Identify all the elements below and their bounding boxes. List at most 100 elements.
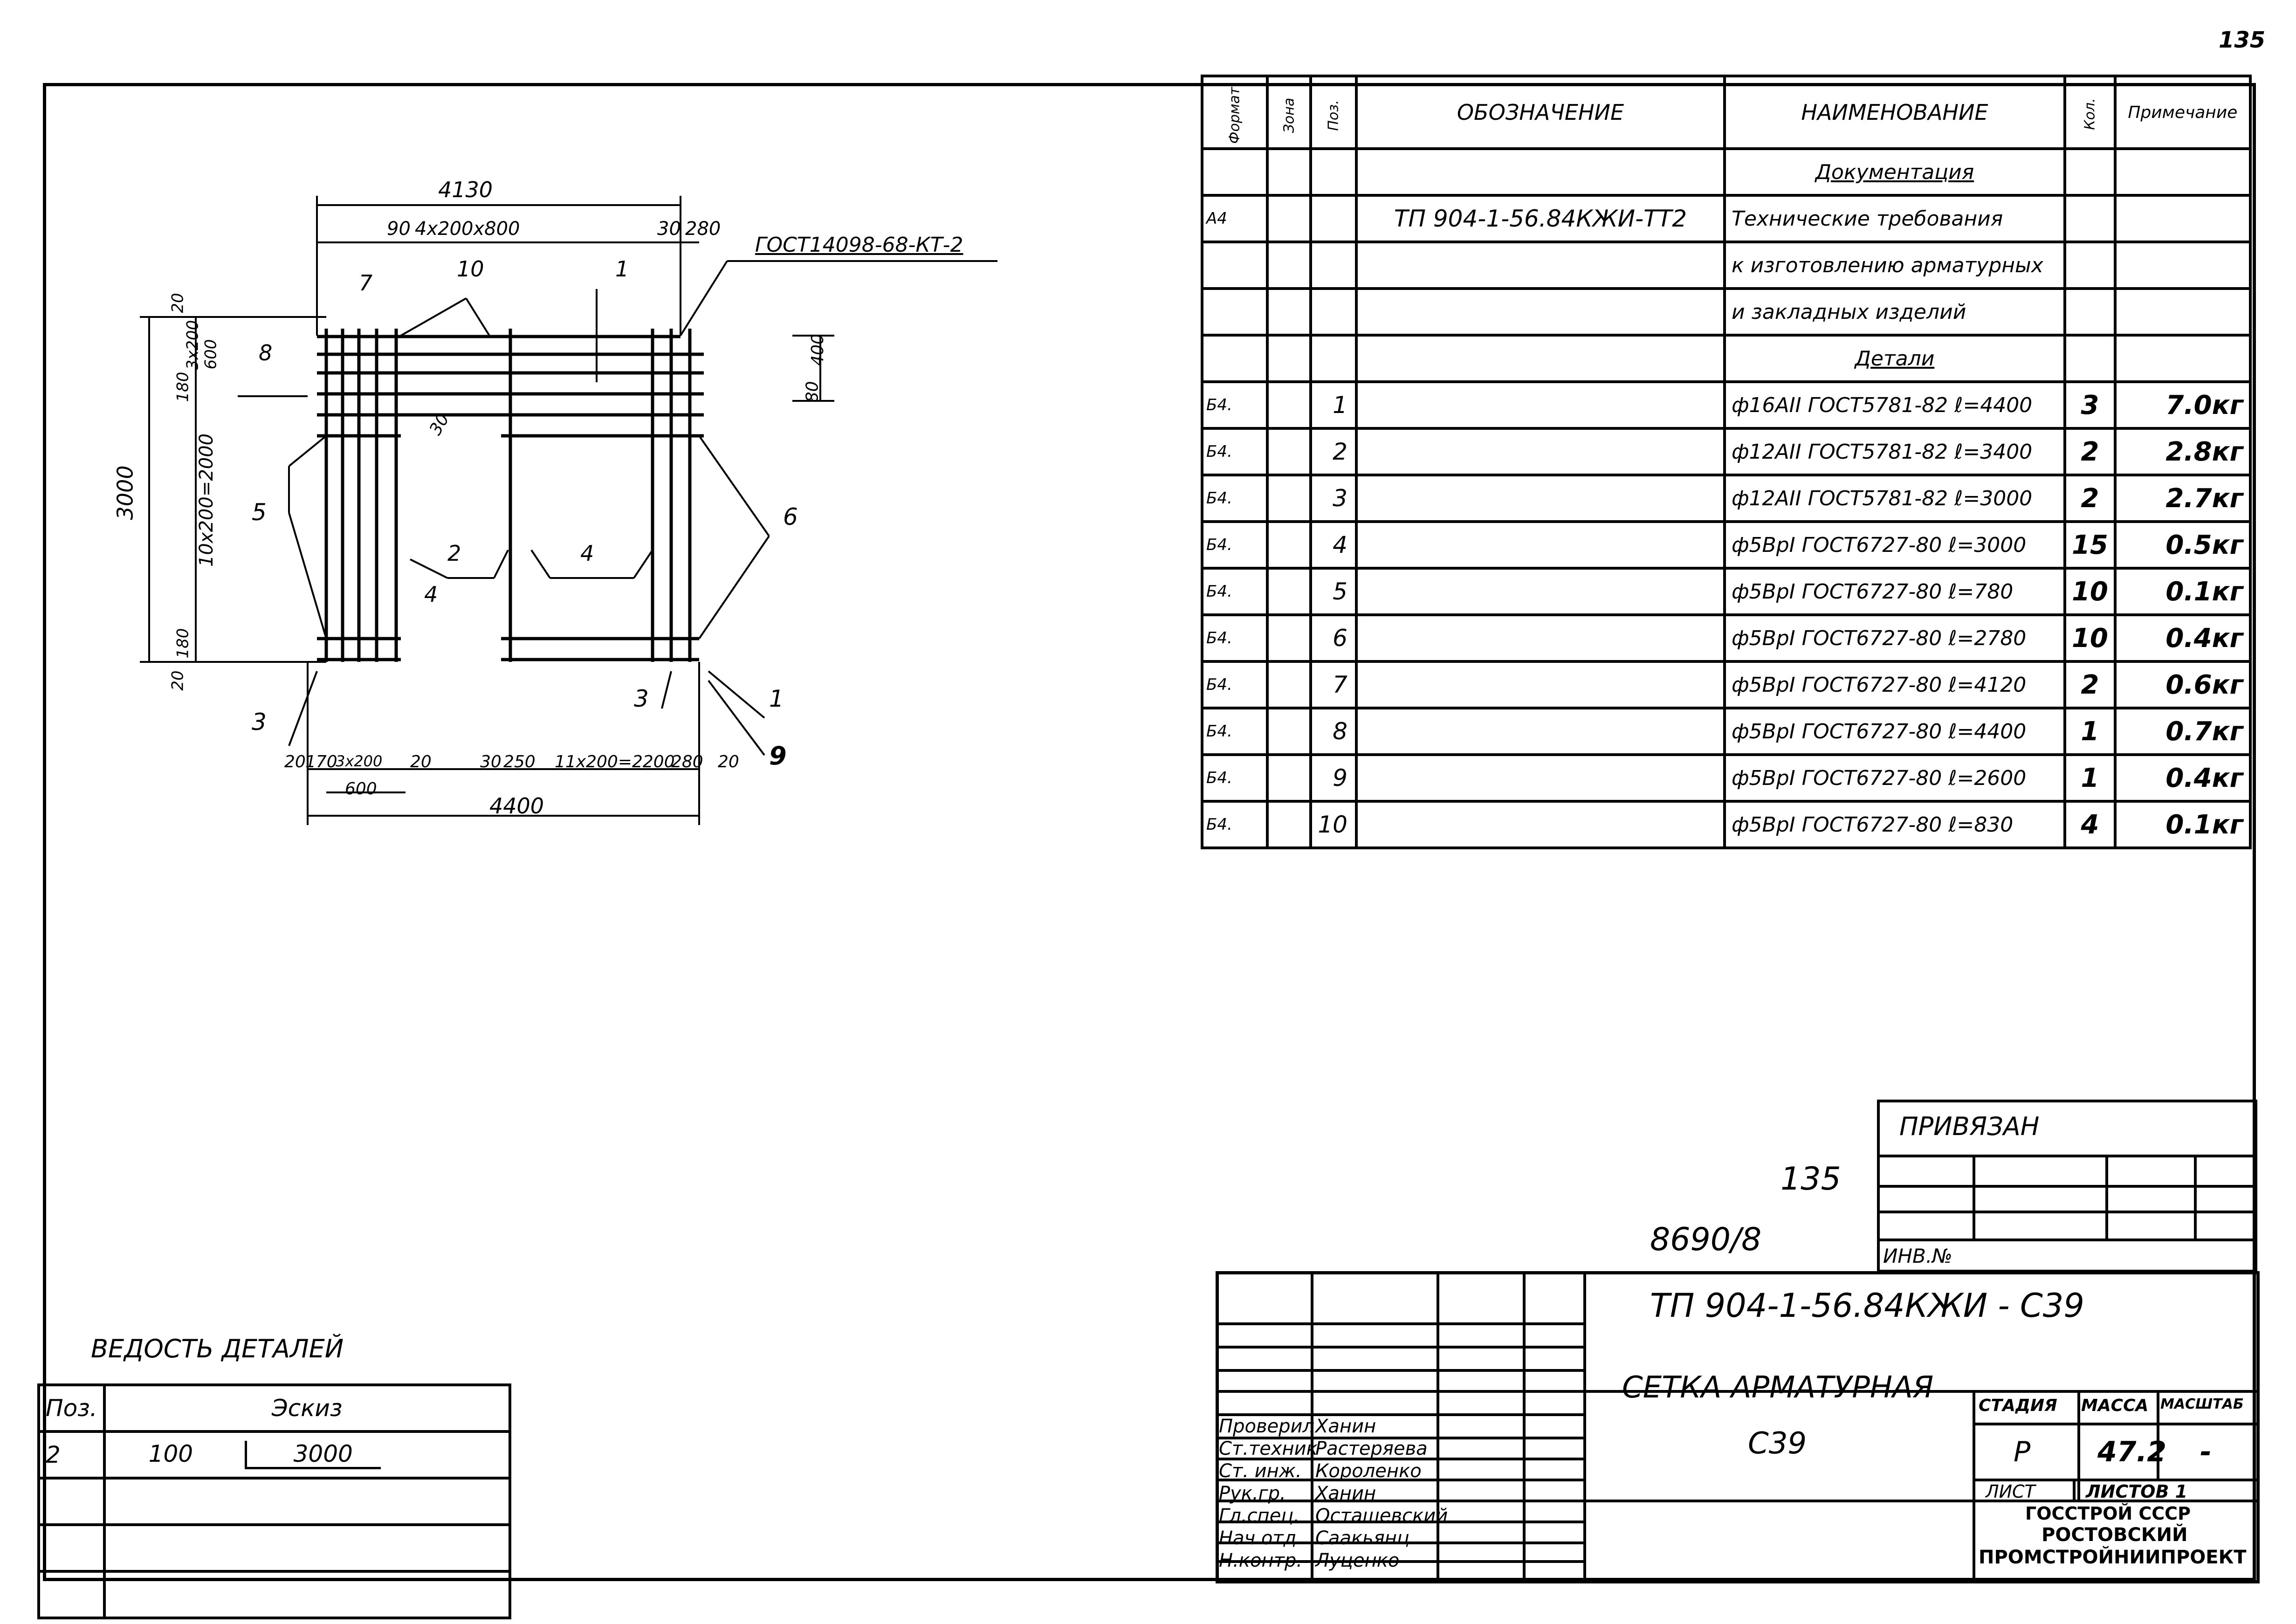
spec-cell-name: ф5BрI ГОСТ6727-80 ℓ=830 [1723,800,2066,849]
spec-header-designation: ОБОЗНАЧЕНИЕ [1354,75,1726,150]
stage-value: Р [2014,1436,2031,1468]
dim-top-total: 4130 [438,177,493,202]
spec-header-pos: Поз. [1309,75,1358,150]
spec-row: Детали [1201,334,2252,383]
spec-row: и закладных изделий [1201,287,2252,337]
spec-cell-note [2113,241,2252,290]
spec-cell-zone [1265,287,1313,337]
spec-cell-qty [2063,147,2117,197]
spec-cell-note: 0.1кг [2113,800,2252,849]
spec-cell-format: Б4. [1201,474,1269,523]
details-empty-row [37,1523,511,1573]
spec-cell-qty [2063,241,2117,290]
spec-cell-zone [1265,427,1313,476]
org-line1: ГОССТРОЙ СССР [2025,1503,2191,1524]
drawing-frame [43,83,2256,1581]
spec-cell-qty: 1 [2063,753,2117,803]
gost-label: ГОСТ14098-68-КТ-2 [755,233,963,257]
spec-cell-designation [1354,660,1726,709]
spec-cell-pos: 1 [1309,380,1358,430]
spec-header-name: НАИМЕНОВАНИЕ [1723,75,2066,150]
spec-cell-format: Б4. [1201,427,1269,476]
spec-cell-note: 0.7кг [2113,707,2252,756]
spec-cell-zone [1265,194,1313,243]
signer-name: Ханин [1315,1416,1376,1437]
spec-cell-note [2113,194,2252,243]
spec-cell-designation [1354,613,1726,663]
inv-no-label: ИНВ.№ [1883,1245,1952,1267]
pos-label: 3 [634,685,649,712]
spec-header-qty: Кол. [2063,75,2117,150]
spec-cell-note: 2.7кг [2113,474,2252,523]
spec-cell-designation [1354,147,1726,197]
pos-label: 2 [447,541,461,566]
spec-cell-zone [1265,334,1313,383]
spec-cell-designation [1354,800,1726,849]
spec-cell-designation: ТП 904-1-56.84КЖИ-ТТ2 [1354,194,1726,243]
details-row-sketch: 100 3000 [103,1430,511,1479]
spec-cell-qty: 15 [2063,520,2117,570]
dim-bot-30: 30 [480,752,502,771]
details-table: Поз. Эскиз 2 100 3000 [37,1383,511,1619]
details-row-100: 100 [148,1440,193,1467]
pos-label: 7 [359,270,373,296]
details-empty-row [37,1570,511,1619]
spec-cell-pos [1309,287,1358,337]
spec-cell-pos: 10 [1309,800,1358,849]
spec-cell-zone [1265,567,1313,616]
spec-cell-zone [1265,753,1313,803]
page-number: 135 [2219,27,2266,53]
spec-cell-pos [1309,147,1358,197]
details-header-sketch: Эскиз [103,1383,511,1433]
pos-label: 4 [424,582,438,607]
signer-role: Гл.спец. [1219,1505,1300,1527]
spec-cell-zone [1265,147,1313,197]
spec-cell-zone [1265,474,1313,523]
dim-bot-3x200: 3x200 [336,752,383,770]
spec-cell-format [1201,287,1269,337]
spec-cell-format: Б4. [1201,800,1269,849]
details-empty-row [37,1477,511,1526]
spec-cell-zone [1265,707,1313,756]
sheets-label: ЛИСТОВ 1 [2086,1481,2188,1502]
dim-bot-11x200: 11x200=2200 [555,752,675,771]
spec-cell-pos [1309,334,1358,383]
details-title: ВЕДОСТЬ ДЕТАЛЕЙ [91,1334,344,1363]
spec-cell-designation [1354,427,1726,476]
spec-cell-format: Б4. [1201,567,1269,616]
mass-label: МАССА [2081,1396,2149,1415]
signer-name: Саакьянц [1315,1528,1410,1549]
spec-cell-zone [1265,380,1313,430]
spec-cell-name: ф16AII ГОСТ5781-82 ℓ=4400 [1723,380,2066,430]
spec-row: Документация [1201,147,2252,197]
spec-cell-designation [1354,241,1726,290]
spec-cell-format: Б4. [1201,660,1269,709]
pos-label: 9 [769,741,787,771]
spec-cell-name: ф5BрI ГОСТ6727-80 ℓ=2600 [1723,753,2066,803]
spec-cell-name: к изготовлению арматурных [1723,241,2066,290]
details-row-3000: 3000 [244,1441,381,1469]
spec-cell-format: Б4. [1201,753,1269,803]
spec-cell-qty [2063,334,2117,383]
spec-cell-note [2113,287,2252,337]
dim-bot-600: 600 [345,779,377,798]
spec-cell-pos [1309,194,1358,243]
spec-cell-name: ф5BрI ГОСТ6727-80 ℓ=4120 [1723,660,2066,709]
pos-label: 10 [457,256,484,282]
spec-cell-name: ф5BрI ГОСТ6727-80 ℓ=2780 [1723,613,2066,663]
pos-label: 8 [259,340,273,365]
spec-cell-note: 7.0кг [2113,380,2252,430]
dim-top-mid: 4x200x800 [415,218,520,240]
spec-cell-note: 0.1кг [2113,567,2252,616]
stage-label: СТАДИЯ [1979,1396,2057,1415]
spec-cell-pos [1309,241,1358,290]
spec-cell-designation [1354,707,1726,756]
org-line3: ПРОМСТРОЙНИИПРОЕКТ [1979,1547,2247,1568]
org-line2: РОСТОВСКИЙ [2042,1524,2188,1546]
dim-bot-20b: 20 [410,752,432,771]
